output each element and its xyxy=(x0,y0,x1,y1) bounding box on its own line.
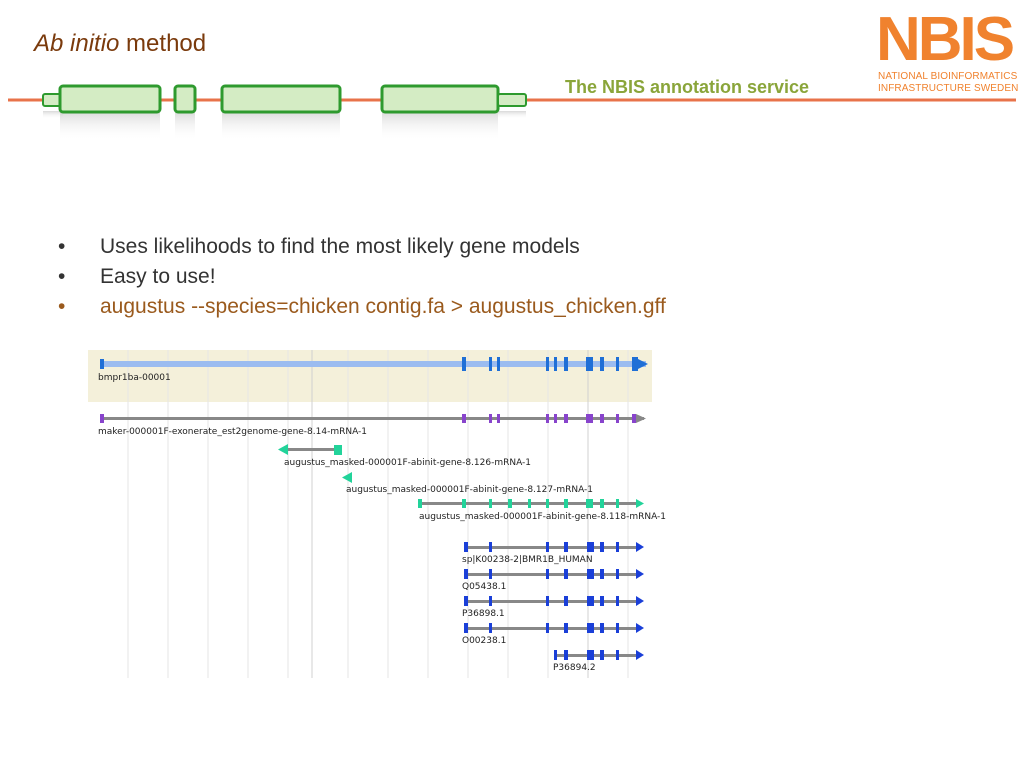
banner-exon-small-right xyxy=(497,93,527,107)
track-label-p36894: P36894.2 xyxy=(553,663,596,673)
track-bmpr1ba[interactable]: bmpr1ba-00001 xyxy=(98,357,648,383)
track-q05438[interactable]: Q05438.1 xyxy=(462,569,644,592)
track-label-augustus-8-127: augustus_masked-000001F-abinit-gene-8.12… xyxy=(346,485,593,495)
banner-exon-2 xyxy=(173,84,197,114)
nbis-logo-letters: NBIS xyxy=(876,5,1015,74)
slide-title-rest: method xyxy=(119,30,207,57)
track-label-o00238: O00238.1 xyxy=(462,636,506,646)
slide-title-italic: Ab initio xyxy=(34,30,120,57)
banner-exon-1 xyxy=(58,84,162,114)
track-augustus-8-118[interactable]: augustus_masked-000001F-abinit-gene-8.11… xyxy=(418,499,666,522)
track-p36894[interactable]: P36894.2 xyxy=(553,650,644,673)
track-label-maker: maker-000001F-exonerate_est2genome-gene-… xyxy=(98,427,367,437)
banner-exon-3 xyxy=(220,84,342,114)
gene-structure-banner xyxy=(8,84,1016,141)
slide-subtitle: The NBIS annotation service xyxy=(565,77,810,97)
track-o00238[interactable]: O00238.1 xyxy=(462,623,644,646)
track-maker[interactable]: maker-000001F-exonerate_est2genome-gene-… xyxy=(98,414,646,437)
nbis-logo: NBIS NATIONAL BIOINFORMATICS INFRASTRUCT… xyxy=(876,8,1018,98)
track-sp-k00238[interactable]: sp|K00238-2|BMR1B_HUMAN xyxy=(462,542,644,565)
nbis-logo-line1: NATIONAL BIOINFORMATICS xyxy=(878,71,1018,82)
bullet-list: Uses likelihoods to find the most likely… xyxy=(58,232,666,322)
bullet-easy: Easy to use! xyxy=(58,262,666,292)
track-augustus-8-127[interactable]: augustus_masked-000001F-abinit-gene-8.12… xyxy=(342,472,593,495)
track-p36898[interactable]: P36898.1 xyxy=(462,596,644,619)
track-label-bmpr1ba: bmpr1ba-00001 xyxy=(98,373,171,383)
track-label-q05438: Q05438.1 xyxy=(462,582,506,592)
track-label-sp-k00238: sp|K00238-2|BMR1B_HUMAN xyxy=(462,555,593,565)
track-label-augustus-8-126: augustus_masked-000001F-abinit-gene-8.12… xyxy=(284,458,531,468)
banner-exon-4 xyxy=(380,84,500,114)
track-label-augustus-8-118: augustus_masked-000001F-abinit-gene-8.11… xyxy=(419,512,666,522)
nbis-logo-line2: INFRASTRUCTURE SWEDEN xyxy=(878,83,1019,94)
track-augustus-8-126[interactable]: augustus_masked-000001F-abinit-gene-8.12… xyxy=(278,444,531,468)
bullet-likelihoods: Uses likelihoods to find the most likely… xyxy=(58,232,666,262)
track-label-p36898: P36898.1 xyxy=(462,609,505,619)
bullet-augustus-command: augustus --species=chicken contig.fa > a… xyxy=(58,292,666,322)
slide-title: Ab initio method xyxy=(34,30,206,58)
genome-browser-view: bmpr1ba-00001 maker-000001F-exonerate_es… xyxy=(88,350,666,678)
